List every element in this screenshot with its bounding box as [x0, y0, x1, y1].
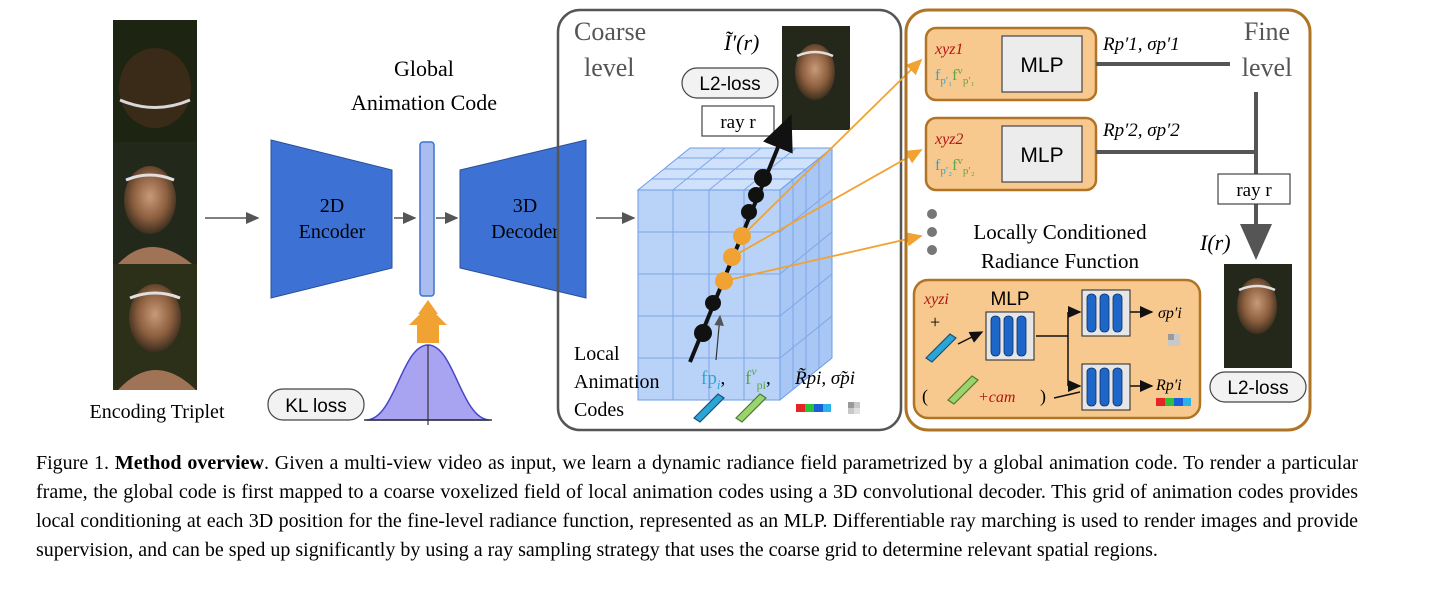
encoder-label-line2: Encoder: [299, 221, 366, 243]
feature-rsigma-label: R̃pi, σ̃pi: [794, 368, 855, 389]
fine-level-label-line1: Fine: [1244, 17, 1290, 46]
caption-prefix: Figure 1.: [36, 452, 115, 474]
coarse-level-label-line2: level: [584, 53, 635, 82]
up-arrow-orange: [409, 306, 447, 343]
density-swatch: [848, 402, 860, 414]
lcrf-label-line1: Locally Conditioned: [973, 220, 1147, 244]
method-overview-figure: Encoding Triplet 2D Encoder Global Anima…: [89, 8, 1312, 432]
fine-mlp-row-1: xyz1 fp′₁fvp′₁ MLP: [924, 26, 1098, 102]
kl-loss-label: KL loss: [285, 396, 347, 417]
decoder-label-line1: 3D: [513, 195, 537, 217]
decoder-label-line2: Decoder: [491, 221, 559, 243]
kl-prior: KL loss: [267, 300, 492, 425]
mlp-box-1: [1001, 35, 1083, 93]
feature-fp-label: fpi,: [701, 368, 725, 392]
xyzi-label: xyzi: [923, 291, 949, 308]
ray-samples: [694, 169, 772, 342]
fine-l2-loss-pill: [1209, 371, 1307, 403]
global-code-bar: [419, 141, 435, 297]
feature-fv-label: fvpi,: [745, 364, 771, 392]
voxel-grid-cube: [636, 146, 834, 402]
r-output-label: Rp′i: [1155, 377, 1182, 394]
fine-l2-loss-label: L2-loss: [1227, 378, 1288, 399]
ellipsis-dots: [927, 209, 937, 255]
connector-sample-3: [723, 232, 923, 282]
svg-text:+: +: [930, 312, 940, 332]
lcrf-label-line2: Radiance Function: [981, 249, 1140, 273]
coarse-ray-box: [701, 105, 775, 137]
fp-code-block: [693, 393, 725, 423]
coarse-l2-loss-pill: [681, 67, 779, 99]
sigma-output-label: σp′i: [1158, 305, 1182, 322]
rgb-swatch: [796, 404, 831, 412]
fine-level-label-line2: level: [1242, 53, 1293, 82]
connector-sample-1: [741, 58, 923, 237]
row1-output: Rp′1, σp′1: [1102, 34, 1180, 55]
row2-output: Rp′2, σp′2: [1102, 120, 1180, 141]
row2-features: fp′₂fvp′₂: [935, 155, 975, 177]
encoder-block: 2D Encoder: [270, 139, 393, 299]
coarse-render-label: Ĩ′(r): [723, 30, 759, 55]
fine-ray-label: ray r: [1236, 180, 1272, 201]
svg-text:(: (: [922, 386, 928, 407]
coarse-ray-label: ray r: [720, 112, 756, 133]
caption-text: . Given a multi-view video as input, we …: [36, 452, 1358, 561]
local-codes-label-line3: Codes: [574, 399, 624, 421]
caption-bold: Method overview: [114, 452, 264, 474]
lcrf-mlp-label: MLP: [990, 289, 1029, 310]
global-code-title-line1: Global: [394, 56, 454, 81]
connector-sample-2: [731, 149, 923, 258]
coarse-level-box: [556, 8, 903, 432]
decoder-block: 3D Decoder: [459, 139, 587, 299]
cam-label: +cam: [978, 389, 1015, 406]
xyz1-label: xyz1: [934, 41, 963, 58]
svg-text:): ): [1040, 386, 1046, 407]
coarse-l2-loss-label: L2-loss: [699, 74, 760, 95]
figure-caption: Figure 1. Method overview. Given a multi…: [36, 449, 1358, 565]
encoder-label-line1: 2D: [320, 195, 344, 217]
fv-code-block: [735, 393, 767, 423]
encoding-triplet-label: Encoding Triplet: [89, 401, 224, 423]
global-code-title-line2: Animation Code: [351, 90, 497, 115]
fine-mlp-row-2: xyz2 fp′₂fvp′₂ MLP: [924, 116, 1098, 192]
xyz2-label: xyz2: [934, 131, 963, 148]
local-codes-label-line1: Local: [574, 343, 620, 365]
mlp-label-2: MLP: [1020, 144, 1063, 167]
fine-ray-box: [1217, 173, 1291, 205]
local-codes-label-line2: Animation: [574, 371, 660, 393]
kl-loss-pill: [267, 388, 365, 421]
coarse-level-label-line1: Coarse: [574, 17, 646, 46]
mlp-box-2: [1001, 125, 1083, 183]
mlp-label-1: MLP: [1020, 54, 1063, 77]
encoding-triplet: Encoding Triplet: [89, 20, 225, 423]
fine-level-box: [904, 8, 1312, 432]
lcrf-detail-box: xyzi + ( +cam ) MLP σp′i: [912, 278, 1202, 420]
final-image-label: I(r): [1199, 230, 1231, 255]
row1-features: fp′₁fvp′₁: [935, 65, 975, 87]
